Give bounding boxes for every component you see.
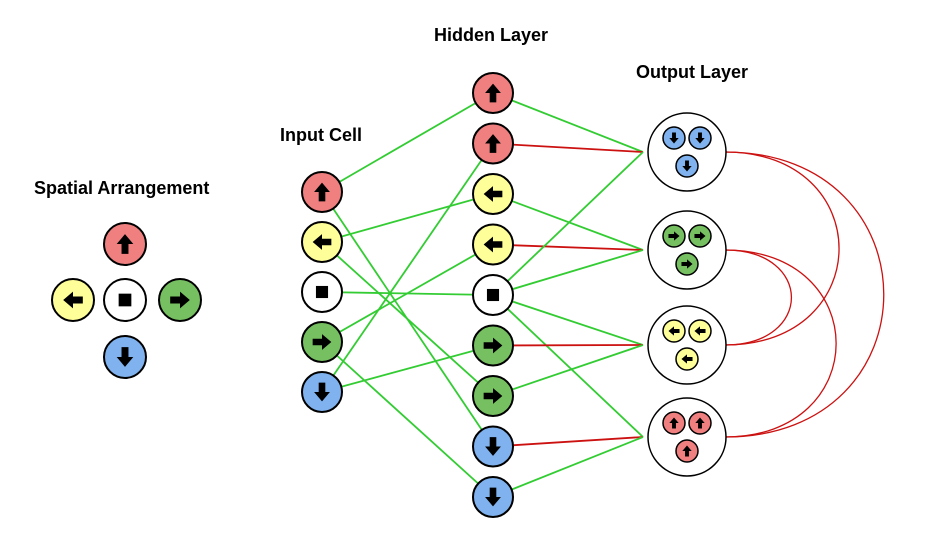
arrow-right-icon <box>170 291 190 309</box>
output-node-left <box>647 305 727 385</box>
arrow-up-icon <box>314 182 330 202</box>
output-layer-title: Output Layer <box>636 62 749 82</box>
arrow-down-icon <box>669 132 679 144</box>
excitatory-edge <box>492 294 644 346</box>
square-icon <box>486 288 500 302</box>
inhibitory-edge <box>492 243 644 251</box>
connections <box>321 92 885 498</box>
input-hidden-edge <box>321 243 494 343</box>
output-node-right <box>647 210 727 290</box>
arrow-down-icon <box>485 437 501 456</box>
square-icon <box>315 285 329 299</box>
arrow-up-icon <box>485 134 501 153</box>
arrow-up-icon <box>485 83 501 103</box>
hidden-layer-title: Hidden Layer <box>434 25 549 45</box>
arrow-right-icon <box>483 337 503 354</box>
input-hidden-edge <box>321 193 494 243</box>
spatial-node-up <box>103 222 147 266</box>
spatial-node-down <box>103 335 147 379</box>
excitatory-edge <box>492 151 644 296</box>
excitatory-edge <box>492 249 644 296</box>
inhibitory-edge <box>492 436 644 448</box>
spatial-node-right <box>158 278 202 322</box>
square-icon <box>118 293 132 307</box>
excitatory-edge <box>492 193 644 251</box>
excitatory-edge <box>492 294 644 438</box>
arrow-left-icon <box>63 291 83 309</box>
input-node-up <box>301 171 343 213</box>
hidden-node-center <box>472 274 514 316</box>
arrow-right-icon <box>681 259 693 269</box>
input-hidden-edge <box>321 92 494 193</box>
output-inhibition-arc <box>724 249 792 346</box>
arrow-down-icon <box>485 487 501 507</box>
arrow-down-icon <box>682 160 692 172</box>
spatial-node-center <box>103 278 147 322</box>
arrow-up-icon <box>116 234 134 254</box>
input-hidden-edge <box>321 241 494 397</box>
arrow-down-icon <box>695 132 705 144</box>
input-cell-title: Input Cell <box>280 125 362 145</box>
arrow-up-icon <box>695 417 705 429</box>
input-node-down <box>301 371 343 413</box>
inhibitory-edge <box>492 142 644 153</box>
arrow-left-icon <box>681 354 693 364</box>
arrow-left-icon <box>668 326 680 336</box>
excitatory-edge <box>492 436 644 498</box>
input-node-right <box>301 321 343 363</box>
spatial-node-left <box>51 278 95 322</box>
arrow-down-icon <box>314 382 330 402</box>
hidden-node-right <box>472 324 514 367</box>
arrow-right-icon <box>694 231 706 241</box>
arrow-down-icon <box>116 347 134 367</box>
arrow-left-icon <box>694 326 706 336</box>
output-node-down <box>647 112 727 192</box>
arrow-right-icon <box>312 334 332 350</box>
input-node-center <box>301 271 343 313</box>
output-inhibition-arc <box>724 151 885 438</box>
hidden-node-right <box>472 375 514 417</box>
inhibitory-edge <box>492 344 644 347</box>
hidden-node-down <box>472 425 514 468</box>
arrow-right-icon <box>483 388 503 404</box>
arrow-up-icon <box>669 417 679 429</box>
excitatory-edge <box>492 344 644 397</box>
output-inhibition-arc <box>724 249 837 438</box>
excitatory-edge <box>492 92 644 153</box>
arrow-right-icon <box>668 231 680 241</box>
hidden-node-left <box>472 223 514 266</box>
hidden-node-up <box>472 122 514 165</box>
input-hidden-edge <box>321 142 494 393</box>
output-inhibition-arc <box>724 151 840 346</box>
arrow-left-icon <box>483 186 503 202</box>
input-hidden-edge <box>321 344 494 393</box>
arrow-up-icon <box>682 445 692 457</box>
spatial-arrangement-title: Spatial Arrangement <box>34 178 210 198</box>
hidden-node-up <box>472 72 514 114</box>
input-node-left <box>301 221 343 263</box>
arrow-left-icon <box>483 236 503 253</box>
hidden-node-down <box>472 476 514 518</box>
hidden-node-left <box>472 173 514 215</box>
output-node-up <box>647 397 727 477</box>
input-hidden-edge <box>321 341 494 498</box>
arrow-left-icon <box>312 234 332 250</box>
